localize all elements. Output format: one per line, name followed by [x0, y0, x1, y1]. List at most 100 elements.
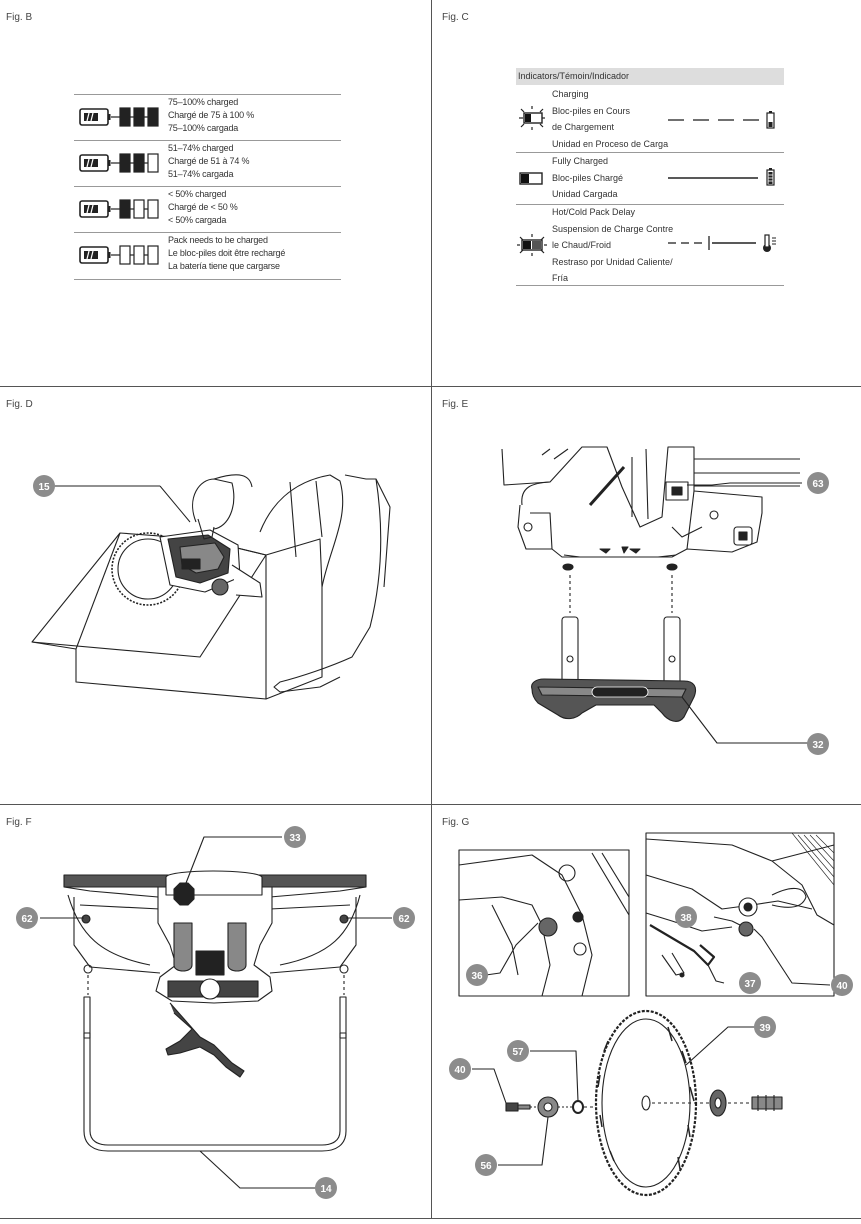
battery-terminal [108, 160, 111, 166]
battery-fill [84, 159, 98, 167]
fig-c-row-line: Bloc-piles en Cours [552, 105, 631, 116]
callout-56 [475, 1154, 497, 1176]
fig-g-label: Fig. G [442, 817, 470, 828]
battery-fill-stripe [86, 112, 90, 122]
fig-c-row-line: Bloc-piles Chargé [552, 172, 624, 183]
fig-c-label: Fig. C [442, 12, 469, 23]
battery-terminal [108, 114, 111, 120]
callout-38 [675, 906, 697, 928]
fig-b-label: Fig. B [6, 12, 33, 23]
callout-label: 63 [812, 479, 824, 490]
gauge-led [119, 199, 131, 219]
fig-b-row-line: Chargé de < 50 % [168, 202, 238, 212]
battery-gauge-icon [79, 199, 159, 219]
gauge-led [119, 107, 131, 127]
battery-fill-stripe [86, 158, 90, 168]
callout-label: 57 [512, 1047, 524, 1058]
fig-b-panel: Fig. B 75–100% charged Chargé de 75 à 10… [0, 0, 431, 386]
battery-fill-stripe [86, 204, 90, 214]
fig-g-panel: Fig. G [432, 805, 861, 1218]
battery-fill-stripe [90, 250, 94, 260]
gauge-led [147, 107, 159, 127]
gauge-led [119, 245, 131, 265]
hot-cold-delay-indicator-icon [517, 234, 547, 256]
callout-label: 38 [680, 913, 692, 924]
fig-b-row: Pack needs to be charged Le bloc-piles d… [74, 232, 341, 280]
battery-terminal [108, 252, 111, 258]
fig-c-row-line: Charging [552, 89, 589, 99]
gauge-led [147, 245, 159, 265]
battery-terminal [108, 206, 111, 212]
fully-charged-indicator-icon [519, 172, 543, 185]
gauge-led [133, 245, 145, 265]
gauge-led [147, 153, 159, 173]
battery-fill-stripe [90, 158, 94, 168]
hot-cold-pattern-graphic [668, 234, 776, 252]
fig-b-row-line: Pack needs to be charged [168, 235, 268, 245]
callout-label: 39 [759, 1023, 771, 1034]
fully-charged-pattern-graphic [668, 168, 775, 186]
fig-e-panel: Fig. E [432, 387, 861, 804]
fig-b-row: < 50% charged Chargé de < 50 % < 50% car… [74, 186, 341, 233]
fig-c-row: Fully Charged Bloc-piles Chargé Unidad C… [516, 152, 784, 205]
fig-c-row-line: de Chargement [552, 122, 615, 132]
horizontal-divider-3 [0, 1218, 861, 1219]
blade-change-illustration: 36 38 37 40 39 57 40 56 [449, 832, 853, 1197]
battery-fill-stripe [90, 112, 94, 122]
callout-39 [754, 1016, 776, 1038]
battery-fill [84, 205, 98, 213]
callout-40-lower [449, 1058, 471, 1080]
battery-gauge-icon [79, 153, 159, 173]
handle-install-illustration: 63 32 [501, 446, 829, 755]
callout-62-right [393, 907, 415, 929]
callout-label: 40 [836, 981, 848, 992]
fig-c-row-line: Fully Charged [552, 156, 609, 166]
gauge-led [133, 107, 145, 127]
gauge-led [119, 153, 131, 173]
gauge-led [133, 199, 145, 219]
fig-c-row-line: Restraso por Unidad Caliente/ [552, 256, 673, 267]
fig-d-callouts: 15 [33, 475, 191, 523]
unboxing-illustration [31, 474, 391, 700]
fig-c-row: Hot/Cold Pack Delay Suspension de Charge… [516, 204, 784, 286]
battery-fill [84, 251, 98, 259]
callout-label: 33 [289, 833, 301, 844]
charging-pattern-graphic [668, 111, 775, 129]
callout-label: 15 [38, 482, 50, 493]
horizontal-divider-1 [0, 386, 861, 387]
callout-label: 36 [471, 971, 483, 982]
callout-label: 62 [21, 914, 33, 925]
fig-c-row: Charging Bloc-piles en Cours de Chargeme… [516, 85, 784, 153]
fig-b-row-line: < 50% charged [168, 189, 227, 199]
horizontal-divider-2 [0, 804, 861, 805]
fig-b-row-line: < 50% cargada [168, 215, 227, 225]
fig-f-panel: Fig. F [0, 805, 431, 1218]
fig-b-row-line: Chargé de 51 à 74 % [168, 156, 250, 166]
callout-37 [739, 972, 761, 994]
callout-33 [284, 826, 306, 848]
callout-57 [507, 1040, 529, 1062]
fig-b-row-line: Chargé de 75 à 100 % [168, 110, 255, 120]
fig-b-row-line: 51–74% charged [168, 143, 234, 153]
fig-c-row-line: Fría [552, 273, 569, 283]
fig-f-label: Fig. F [6, 817, 32, 828]
gauge-led [147, 199, 159, 219]
fig-c-row-line: Unidad Cargada [552, 189, 618, 199]
callout-32 [807, 733, 829, 755]
fig-b-row: 51–74% charged Chargé de 51 à 74 % 51–74… [74, 140, 341, 187]
fig-c-row-line: le Chaud/Froid [552, 240, 612, 250]
fig-c-header: Indicators/Témoin/Indicador [516, 68, 784, 85]
callout-label: 40 [454, 1065, 466, 1076]
fig-c-row-line: Suspension de Charge Contre [552, 223, 674, 234]
fig-c-row-line: Unidad en Proceso de Carga [552, 138, 669, 149]
fig-b-row-line: Le bloc-piles doit être rechargé [168, 248, 286, 258]
fig-b-row-line: La batería tiene que cargarse [168, 261, 280, 271]
callout-14 [315, 1177, 337, 1199]
battery-gauge-icon [79, 107, 159, 127]
callout-62-left [16, 907, 38, 929]
vertical-divider [431, 0, 432, 1218]
callout-15 [33, 475, 55, 497]
fig-c-row-line: Hot/Cold Pack Delay [552, 207, 636, 217]
fig-d-label: Fig. D [6, 399, 33, 410]
callout-label: 14 [320, 1184, 332, 1195]
